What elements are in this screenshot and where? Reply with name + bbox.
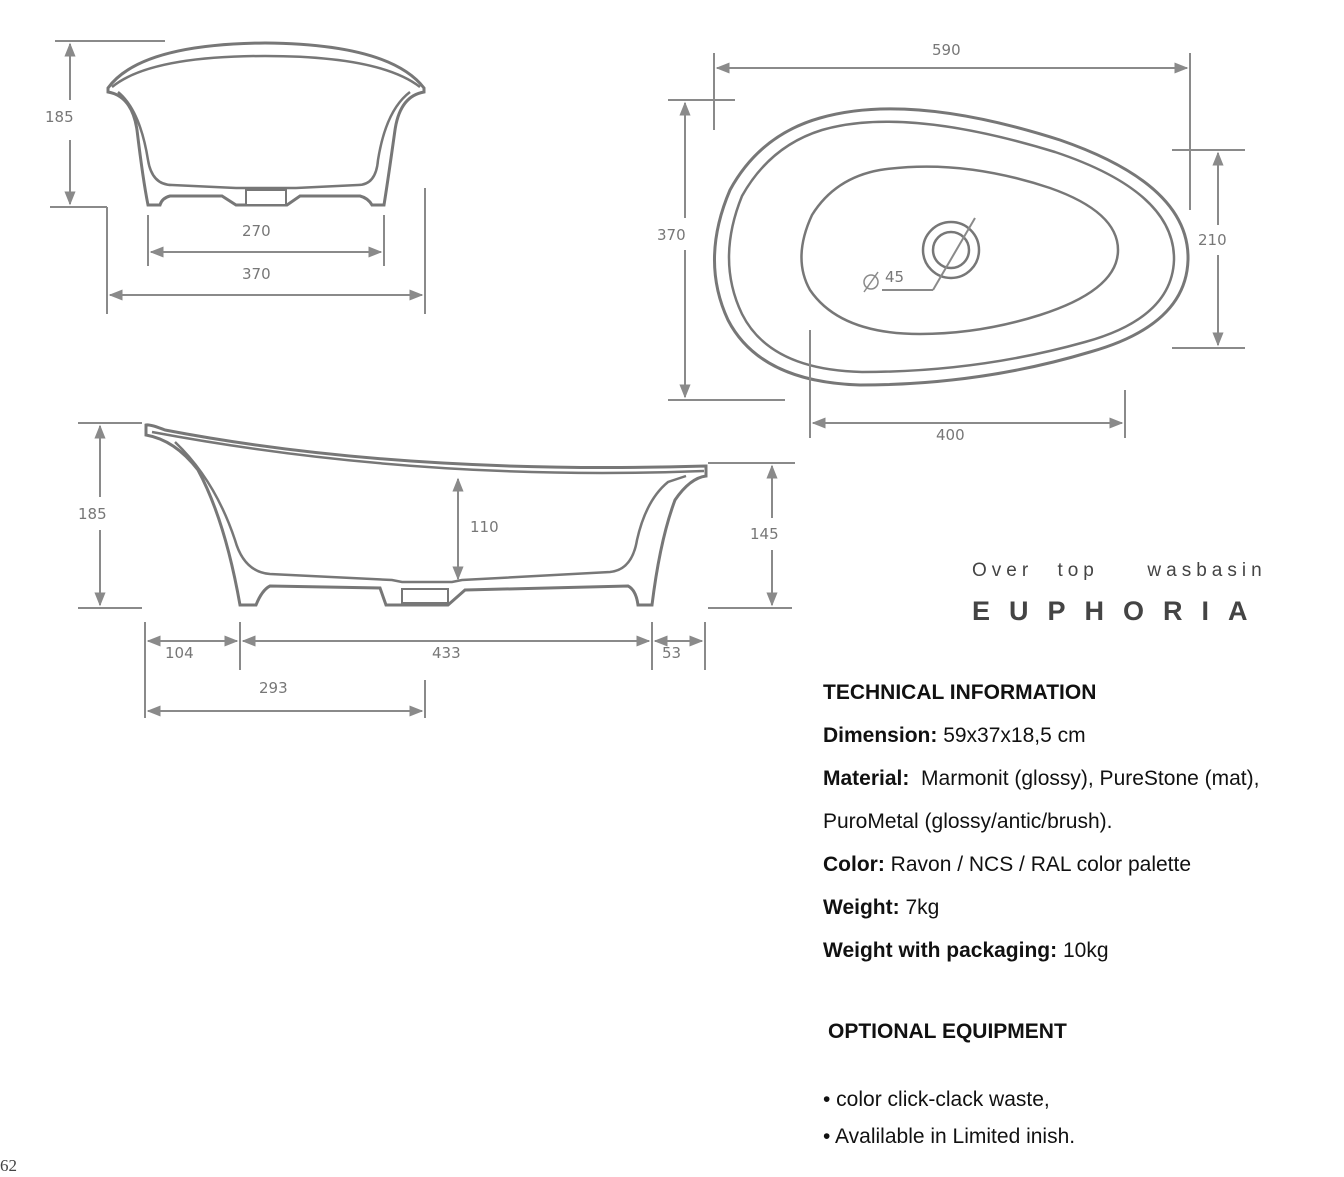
side-basin-outline (144, 423, 708, 607)
dim-top-inner-length: 400 (936, 426, 965, 444)
material-value: Marmonit (glossy), PureStone (mat), (921, 767, 1260, 790)
front-view: 185 270 370 (45, 40, 426, 314)
weight-row: Weight: 7kg (823, 896, 939, 920)
top-view: 45 590 370 210 400 (657, 41, 1245, 444)
dim-side-left-offset: 104 (165, 644, 194, 662)
dim-side-base-length: 433 (432, 644, 461, 662)
weight-pack-row: Weight with packaging: 10kg (823, 939, 1109, 963)
optional-item: • color click-clack waste, (823, 1088, 1050, 1111)
dimension-label: Dimension: (823, 724, 938, 747)
dim-top-inner-width: 210 (1198, 231, 1227, 249)
optional-item: • Avalilable in Limited inish. (823, 1125, 1076, 1148)
dimension-row: Dimension: 59x37x18,5 cm (823, 724, 1086, 748)
technical-heading: TECHNICAL INFORMATION (823, 681, 1097, 704)
product-name: EUPHORIA (972, 596, 1267, 626)
dimension-value: 59x37x18,5 cm (943, 724, 1086, 747)
page-number: 62 (0, 1156, 17, 1175)
dim-side-depth: 110 (470, 518, 499, 536)
material-row-2: PuroMetal (glossy/antic/brush). (823, 810, 1113, 833)
dim-drain-diameter: 45 (885, 268, 904, 286)
product-subtitle: Over top wasbasin (972, 560, 1267, 581)
dim-side-drain-offset: 293 (259, 679, 288, 697)
dim-top-width: 370 (657, 226, 686, 244)
front-basin-outline (106, 41, 426, 207)
material-row: Material: Marmonit (glossy), PureStone (… (823, 767, 1259, 791)
color-value: Ravon / NCS / RAL color palette (890, 853, 1192, 876)
color-row: Color: Ravon / NCS / RAL color palette (823, 853, 1191, 877)
weight-value: 7kg (905, 896, 940, 919)
top-inner-bowl (800, 165, 1120, 336)
optional-heading: OPTIONAL EQUIPMENT (828, 1020, 1067, 1043)
dim-side-height-left: 185 (78, 505, 107, 523)
weight-pack-value: 10kg (1062, 939, 1109, 962)
dim-front-inner-width: 270 (242, 222, 271, 240)
material-label: Material: (823, 767, 910, 790)
top-basin-outline (713, 107, 1190, 387)
dim-top-length: 590 (932, 41, 961, 59)
side-view: 185 110 145 104 433 53 293 (78, 422, 795, 718)
dim-side-height-right: 145 (750, 525, 779, 543)
dim-side-right-offset: 53 (662, 644, 681, 662)
color-label: Color: (823, 853, 885, 876)
dim-front-outer-width: 370 (242, 265, 271, 283)
dim-front-height: 185 (45, 108, 74, 126)
weight-pack-label: Weight with packaging: (823, 939, 1058, 962)
weight-label: Weight: (823, 896, 900, 919)
